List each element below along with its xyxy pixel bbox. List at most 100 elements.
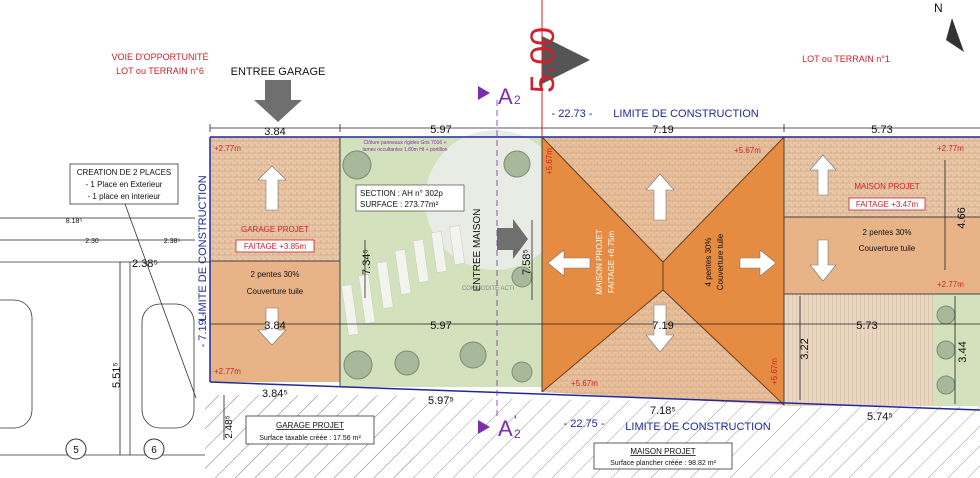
level-right-mr: +2.77m [937, 280, 964, 289]
entree-maison-label: ENTREE MAISON [472, 209, 483, 292]
house-right-roof-mid [784, 217, 980, 294]
limit-left-label: LIMITE DE CONSTRUCTION [197, 175, 209, 321]
garage-roof-2: Couverture tuile [247, 287, 304, 296]
parking-6-label: 6 [151, 445, 157, 456]
limit-top-label: LIMITE DE CONSTRUCTION [613, 108, 759, 120]
dim-left-2-48: 2.48⁵ [224, 415, 235, 439]
entree-garage-arrow [254, 80, 302, 122]
big-dim-label: 5.00 [524, 27, 562, 93]
level-center-tr: +5.67m [734, 146, 761, 155]
house-center-title: MAISON PROJET [595, 229, 604, 294]
level-garage-tl: +2.77m [214, 144, 241, 153]
parking-6-circle [143, 438, 165, 460]
level-right-tr: +2.77m [937, 144, 964, 153]
courtyard-section: SECTION : AH n° 302p [360, 189, 443, 198]
stepping-stones [341, 225, 465, 336]
dim-3-22: 3.22 [799, 338, 811, 359]
a2-bottom-letter: A [498, 416, 513, 441]
dim-top-3: 7.19 [652, 124, 673, 136]
a2-top-sub: 2 [514, 93, 521, 107]
entree-maison-arrow [497, 219, 528, 259]
garage-box [245, 415, 375, 445]
ridge-line-4 [541, 289, 664, 393]
dim-bottom-3: 7.18⁵ [650, 405, 676, 417]
dim-mid-2: 5.97 [430, 320, 451, 332]
parking-5-circle [65, 438, 87, 460]
courtyard-surface: SURFACE : 273.77m² [360, 200, 439, 209]
house-box-title: MAISON PROJET [630, 447, 695, 456]
house-center-faitage: FAITAGE +6.75m [607, 231, 616, 294]
dim-8-18: 8.18⁵ [66, 218, 83, 225]
limit-top-len: - 22.73 - [552, 108, 593, 120]
house-box [593, 442, 733, 470]
ridge-line-5 [662, 289, 785, 406]
dim-2-30: 2.30 [85, 238, 99, 245]
fence-note-1: Clôture panneaux rigides Gris 7016 + [364, 140, 447, 146]
dim-mid-1: 3.84 [264, 320, 285, 332]
limit-bottom-len: - 22.75 - [564, 418, 605, 430]
garage-faitage-box [235, 239, 315, 253]
compass-arrow [946, 18, 964, 52]
dim-bottom-4: 5.74⁵ [867, 411, 893, 423]
a2-top-letter: A [498, 84, 513, 109]
terrace-planks [784, 294, 934, 406]
house-box-surface: Surface plancher créée : 98.82 m² [610, 460, 717, 467]
house-center-roof-1: 4 pentes 30% [704, 238, 713, 287]
entree-garage-label: ENTREE GARAGE [231, 66, 326, 78]
dim-bottom-2: 5.97⁵ [428, 395, 454, 407]
dim-left-2-38: 2.38⁵ [132, 258, 158, 270]
courtyard-box [355, 184, 465, 212]
voie-label-2: LOT ou TERRAIN n°6 [116, 66, 204, 76]
a2-bottom-prime: ' [514, 412, 517, 428]
creation-note-box [69, 163, 179, 205]
house-right-faitage: FAITAGE +3.47m [856, 200, 919, 209]
courtyard-watermark: COMMODITE ACTI [462, 286, 515, 292]
house-right-roof-2: Couverture tuile [859, 244, 916, 253]
compass-n-label: N [934, 1, 943, 15]
north-arrow-triangle [542, 36, 590, 84]
trees [342, 150, 956, 395]
a2-bottom-sub: 2 [514, 427, 521, 441]
dim-left-5-51: 5.51⁵ [111, 362, 123, 388]
garage-roof-1: 2 pentes 30% [251, 270, 300, 279]
creation-note-3: - 1 place en interieur [88, 192, 161, 201]
section-arrow-top [478, 86, 490, 100]
parking-5-label: 5 [73, 445, 79, 456]
dim-mid-4: 5.73 [856, 320, 877, 332]
level-center-br: +5.67m [770, 358, 779, 385]
dim-top-2: 5.97 [430, 124, 451, 136]
creation-note-1: CREATION DE 2 PLACES [77, 168, 172, 177]
house-right-title: MAISON PROJET [854, 182, 919, 191]
dim-top-4: 5.73 [871, 124, 892, 136]
level-center-bl: +5.67m [571, 379, 598, 388]
dim-4-66: 4.66 [956, 207, 968, 228]
house-center-roof-2: Couverture tuile [716, 233, 725, 290]
voie-label-1: VOIE D'OPPORTUNITÉ [111, 52, 208, 62]
garage-box-surface: Surface taxable créée : 17.56 m² [259, 435, 361, 442]
dim-2-38-small: 2.38⁵ [164, 238, 181, 245]
garage-box-title: GARAGE PROJET [276, 421, 344, 430]
dim-bottom-1: 3.84⁵ [262, 388, 288, 400]
limit-left-len: - 7.19 - [197, 312, 209, 347]
limit-bottom-label: LIMITE DE CONSTRUCTION [625, 421, 771, 433]
creation-note-leader [124, 203, 197, 399]
lot1-label: LOT ou TERRAIN n°1 [802, 54, 890, 64]
parking-area [0, 261, 205, 456]
level-garage-bl: +2.77m [214, 367, 241, 376]
dimension-lines [0, 124, 980, 455]
dim-7-34: 7.34⁵ [361, 249, 373, 275]
level-center-tl: +5.67m [545, 148, 554, 175]
ridge-line-1 [541, 136, 664, 263]
ridge-line-2 [662, 136, 785, 263]
garage-faitage: FAITAGE +3.85m [244, 242, 307, 251]
dim-3-44: 3.44 [957, 341, 969, 362]
creation-note-2: - 1 Place en Exterieur [86, 180, 163, 189]
dim-mid-3: 7.19 [652, 320, 673, 332]
house-right-faitage-box [848, 197, 926, 211]
garage-title: GARAGE PROJET [241, 225, 309, 234]
dim-7-58: 7.58⁵ [521, 249, 533, 275]
roof-slope-arrows [257, 154, 837, 353]
section-arrow-bottom [478, 420, 490, 434]
limit-bottom-line [209, 381, 980, 411]
